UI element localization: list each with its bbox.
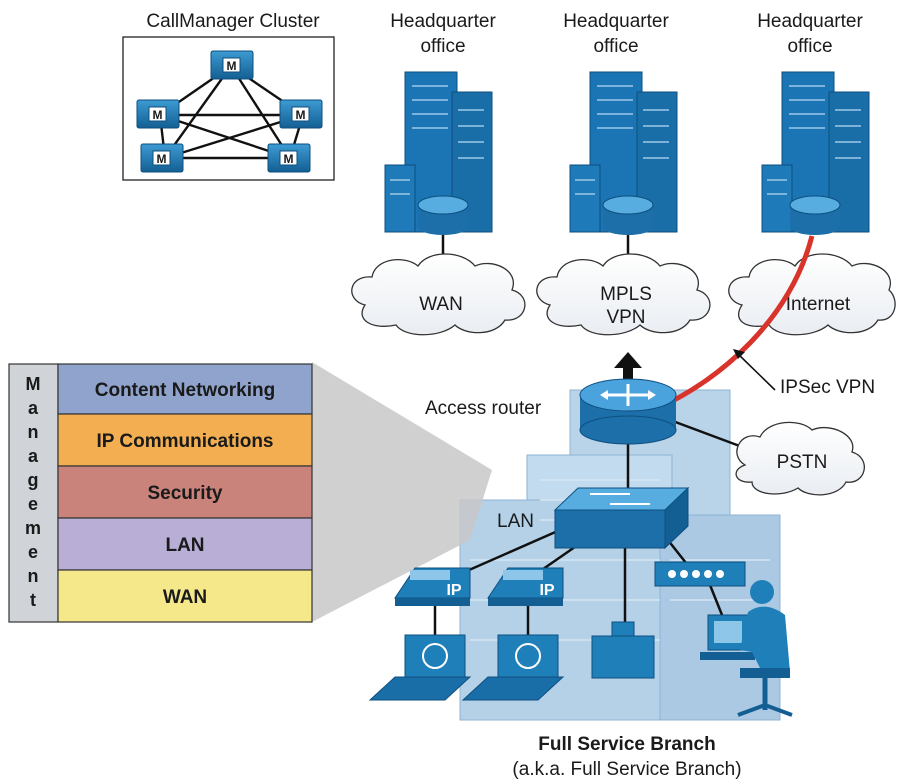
svg-text:WAN: WAN xyxy=(163,587,207,608)
svg-text:M: M xyxy=(296,108,306,122)
lan-label: LAN xyxy=(497,511,534,532)
ip-phone-icon: IP xyxy=(394,567,471,606)
stack-layer: Content Networking xyxy=(57,363,313,415)
svg-text:g: g xyxy=(28,470,39,490)
svg-text:e: e xyxy=(28,542,38,562)
svg-text:IP: IP xyxy=(539,582,554,599)
branch-title: Full Service Branch xyxy=(538,734,715,755)
svg-text:Content Networking: Content Networking xyxy=(95,380,276,401)
cluster-node: M xyxy=(136,99,180,129)
hq-label-line1: Headquarter xyxy=(563,11,669,32)
hq-label-line2: office xyxy=(420,36,465,57)
ipsec-callout-line xyxy=(736,352,776,391)
hq-label-line2: office xyxy=(787,36,832,57)
cluster-node: M xyxy=(210,50,254,80)
hq-label-line1: Headquarter xyxy=(390,11,496,32)
svg-text:M: M xyxy=(157,152,167,166)
headquarter-office-2: Headquarter office MPLS VPN xyxy=(536,11,711,336)
service-stack: M a n a g e m e n t Content Networking I… xyxy=(8,362,492,623)
svg-text:IP Communications: IP Communications xyxy=(96,431,273,452)
svg-text:M: M xyxy=(227,59,237,73)
cluster-node: M xyxy=(140,143,184,173)
hq-building-icon xyxy=(569,71,678,233)
svg-text:a: a xyxy=(28,398,39,418)
mpls-cloud-label-line2: VPN xyxy=(606,307,645,328)
access-router-icon xyxy=(579,378,677,445)
ipsec-vpn-link xyxy=(656,235,815,411)
lan-switch-icon xyxy=(553,486,690,550)
svg-text:LAN: LAN xyxy=(165,535,204,556)
svg-text:M: M xyxy=(153,108,163,122)
headquarter-office-3: Headquarter office Internet xyxy=(728,11,896,336)
stack-layer: WAN xyxy=(57,569,313,623)
hq-label-line1: Headquarter xyxy=(757,11,863,32)
svg-text:M: M xyxy=(26,374,41,394)
svg-text:n: n xyxy=(28,566,39,586)
access-router-label: Access router xyxy=(425,398,542,419)
stack-callout-wedge xyxy=(312,362,492,622)
user-workstation-icon xyxy=(700,580,793,717)
wan-cloud-label: WAN xyxy=(419,294,463,315)
stack-layers: Content Networking IP Communications Sec… xyxy=(57,363,313,623)
pstn-cloud xyxy=(735,421,865,496)
router-icon xyxy=(602,195,654,235)
svg-text:e: e xyxy=(28,494,38,514)
svg-text:Security: Security xyxy=(148,483,223,504)
access-server-icon xyxy=(654,561,746,587)
ip-phone-icon: IP xyxy=(487,567,564,606)
svg-text:IP: IP xyxy=(446,582,461,599)
callmanager-cluster: CallManager Cluster M M M xyxy=(122,11,335,181)
laptop-icon xyxy=(461,634,565,701)
management-letters: M a n a g e m e n t xyxy=(25,374,41,610)
cluster-title: CallManager Cluster xyxy=(146,11,320,32)
cluster-node: M xyxy=(267,143,311,173)
stack-layer: LAN xyxy=(57,517,313,571)
mpls-vpn-cloud xyxy=(536,253,711,336)
ipsec-vpn-label: IPSec VPN xyxy=(780,377,875,398)
cluster-node: M xyxy=(279,99,323,129)
svg-text:t: t xyxy=(30,590,36,610)
internet-cloud-label: Internet xyxy=(786,294,851,315)
hq-label-line2: office xyxy=(593,36,638,57)
svg-text:m: m xyxy=(25,518,41,538)
internet-cloud xyxy=(728,253,896,336)
svg-text:M: M xyxy=(284,152,294,166)
up-arrow xyxy=(614,352,642,387)
branch-subtitle: (a.k.a. Full Service Branch) xyxy=(512,759,741,780)
wan-cloud xyxy=(351,253,526,336)
management-bar xyxy=(8,363,59,623)
svg-text:a: a xyxy=(28,446,39,466)
router-icon xyxy=(789,195,841,235)
router-icon xyxy=(417,195,469,235)
video-endpoint-icon xyxy=(591,621,655,679)
stack-layer: IP Communications xyxy=(57,413,313,467)
svg-text:n: n xyxy=(28,422,39,442)
pstn-cloud-label: PSTN xyxy=(777,452,828,473)
ipsec-callout-arrowhead xyxy=(733,349,745,359)
mpls-cloud-label-line1: MPLS xyxy=(600,284,652,305)
laptop-icon xyxy=(368,634,472,701)
headquarter-office-1: Headquarter office WAN xyxy=(351,11,526,336)
stack-layer: Security xyxy=(57,465,313,519)
